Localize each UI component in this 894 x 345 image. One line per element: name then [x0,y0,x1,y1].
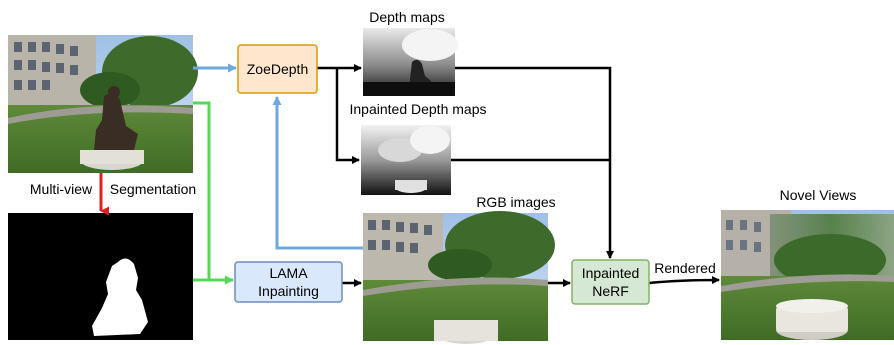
lama-label-line1: LAMA [269,265,308,281]
depth-maps-label: Depth maps [369,9,444,25]
rendered-label: Rendered [654,260,716,276]
nerf-label-line2: NeRF [592,283,629,299]
lama-label-line2: Inpainting [258,283,319,299]
arrow-rgb-to-zoedepth [272,96,363,250]
depth-map-image [363,28,458,96]
input-photo [8,35,198,173]
arrow-photo-to-lama [193,101,234,285]
inpainted-nerf-box: Inpainted NeRF [571,259,650,305]
novel-view-image [721,210,894,340]
lama-inpainting-box: LAMA Inpainting [234,261,343,303]
zoedepth-label: ZoeDepth [247,61,308,77]
rgb-images-label: RGB images [476,194,555,210]
segmentation-mask [8,213,193,340]
multi-view-label: Multi-view [30,181,93,197]
nerf-label-line1: Inpainted [582,265,640,281]
arrow-nerf-to-novel-views [648,276,720,285]
arrow-depth-to-nerf [455,66,614,259]
rgb-image [363,211,555,344]
arrow-zoedepth-to-inpainted-depth [335,68,360,164]
inpainted-depth-map-image [361,125,451,195]
novel-views-label: Novel Views [780,187,857,203]
segmentation-label: Segmentation [110,181,196,197]
inpainted-depth-maps-label: Inpainted Depth maps [350,101,487,117]
zoedepth-box: ZoeDepth [237,44,318,94]
